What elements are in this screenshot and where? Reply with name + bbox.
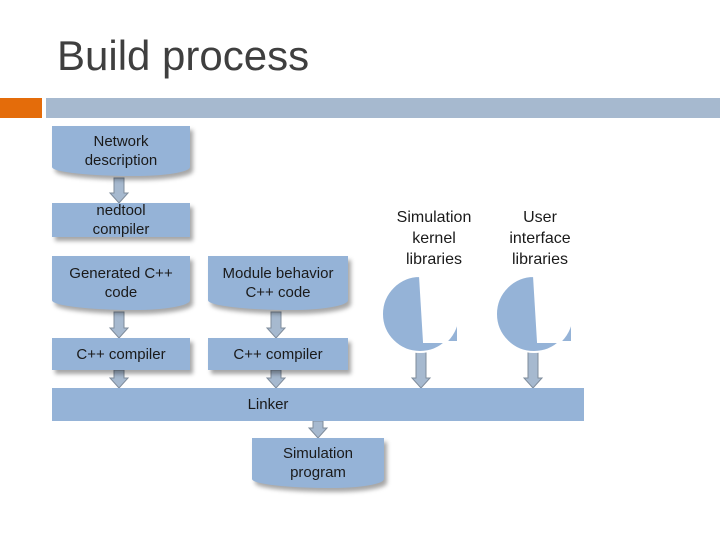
module-behavior-cpp-code-label: Module behavior C++ code <box>222 265 334 301</box>
arrow-generated-to-compiler <box>108 311 130 339</box>
arrow-compiler2-to-linker <box>265 369 287 389</box>
nedtool-compiler-label: nedtool compiler <box>92 202 150 238</box>
arrow-ui-to-linker <box>522 351 544 389</box>
arrow-kernel-to-linker <box>410 351 432 389</box>
cpp-compiler-node-2: C++ compiler <box>208 338 348 370</box>
nedtool-compiler-node: nedtool compiler <box>52 202 190 238</box>
arrow-network-to-nedtool <box>108 177 130 204</box>
network-description-label: Network description <box>84 133 158 169</box>
arrow-module-to-compiler <box>265 311 287 339</box>
cpp-compiler-node-1: C++ compiler <box>52 338 190 370</box>
cpp-compiler-label-1: C++ compiler <box>76 345 166 363</box>
user-interface-libraries-label: User interface libraries <box>509 209 571 268</box>
user-interface-libraries-disk <box>495 274 573 353</box>
generated-cpp-code-label: Generated C++ code <box>69 265 173 301</box>
arrow-compiler1-to-linker <box>108 369 130 389</box>
title-underline-bar <box>46 98 720 118</box>
network-description-node: Network description <box>52 126 190 176</box>
simulation-kernel-libraries-label: Simulation kernel libraries <box>396 209 472 268</box>
simulation-kernel-libraries-disk <box>381 274 459 353</box>
linker-node: Linker <box>52 388 584 421</box>
title-accent-bar <box>0 98 42 118</box>
generated-cpp-code-node: Generated C++ code <box>52 256 190 310</box>
simulation-program-node: Simulation program <box>252 438 384 488</box>
arrow-linker-to-program <box>307 420 329 439</box>
module-behavior-cpp-code-node: Module behavior C++ code <box>208 256 348 310</box>
simulation-program-label: Simulation program <box>282 445 354 481</box>
linker-label: Linker <box>247 396 289 413</box>
slide-title: Build process <box>57 32 310 79</box>
cpp-compiler-label-2: C++ compiler <box>233 345 323 363</box>
